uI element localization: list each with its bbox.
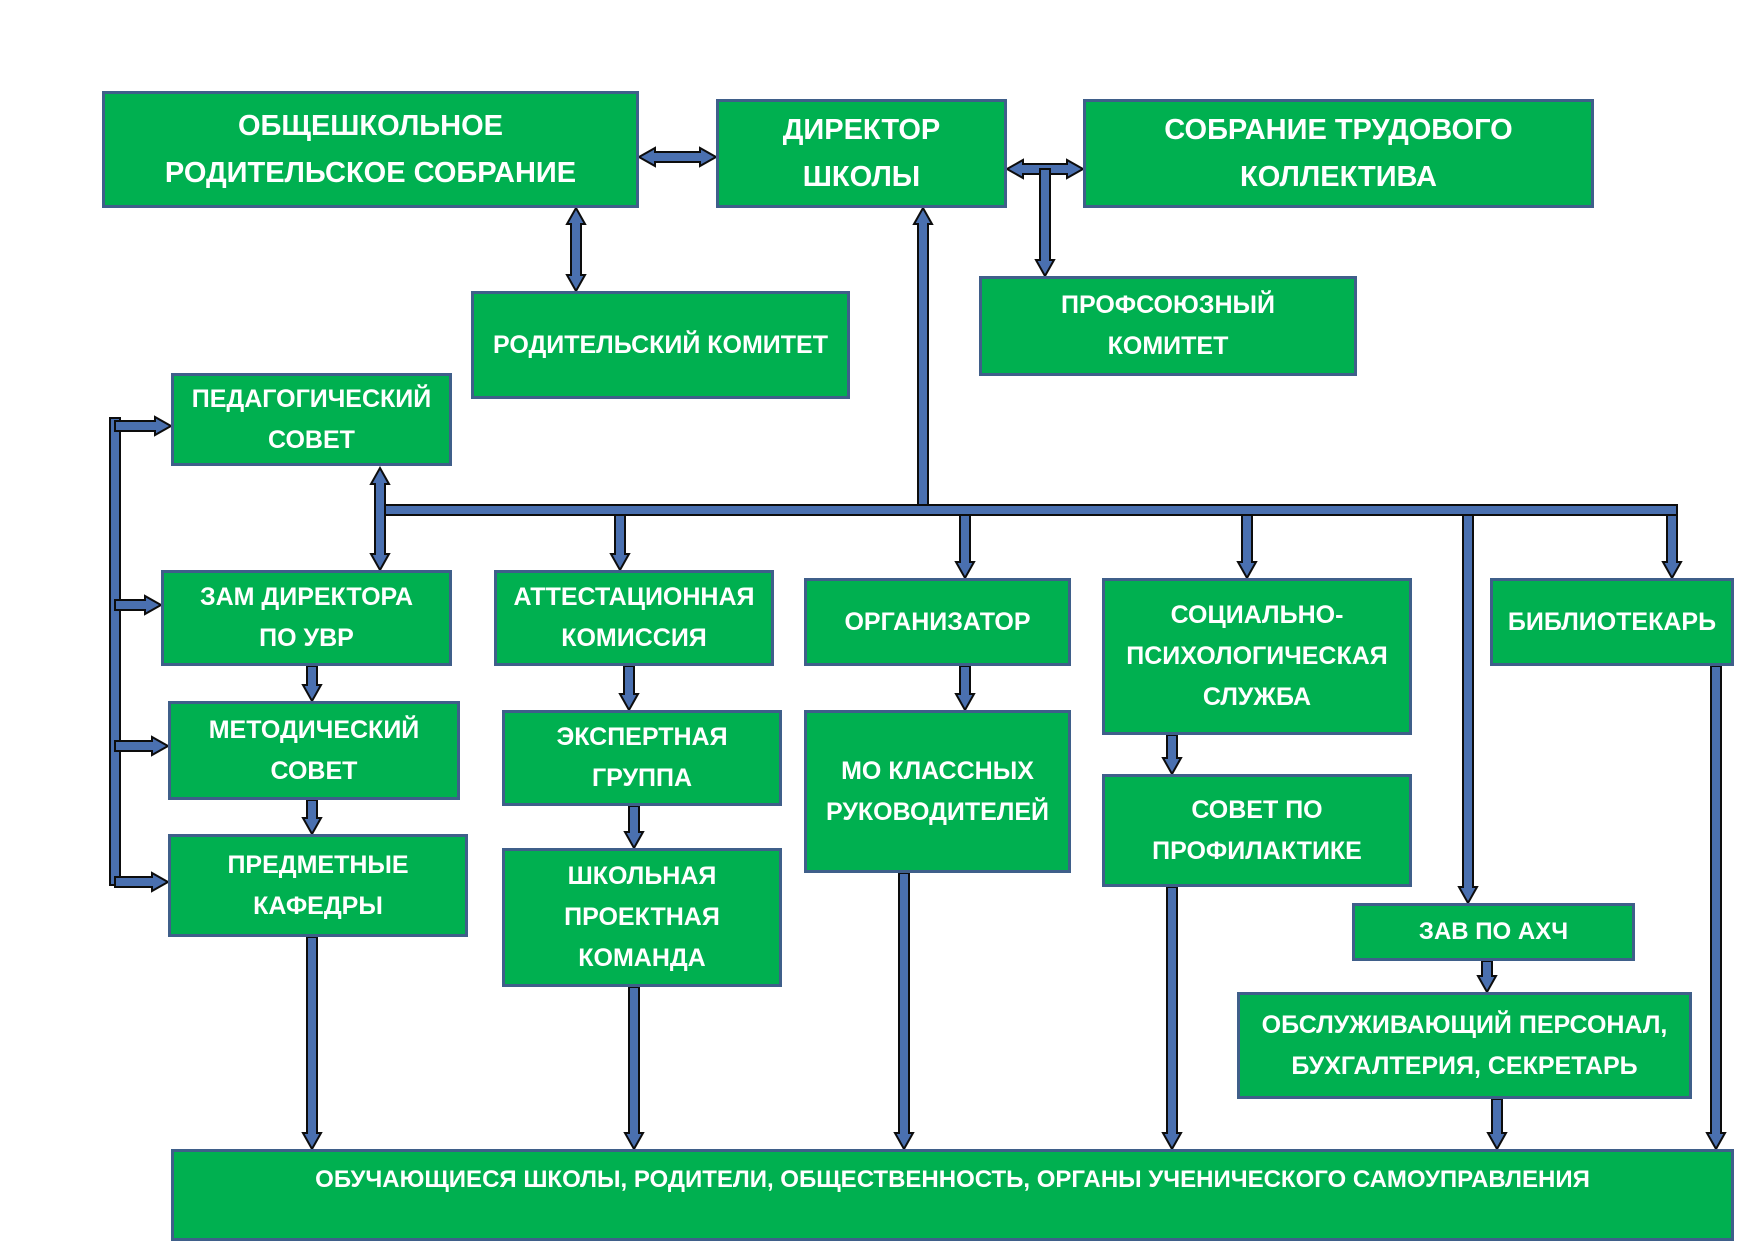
labor-assembly-box: СОБРАНИЕ ТРУДОВОГО КОЛЛЕКТИВА [1083, 99, 1594, 208]
parents-committee-double-arrow [565, 205, 587, 294]
prevention-council-label: СОВЕТ ПО ПРОФИЛАКТИКЕ [1152, 795, 1362, 865]
class-teachers-box: МО КЛАССНЫХ РУКОВОДИТЕЛЕЙ [804, 710, 1071, 873]
attestation-expert-arrow [618, 665, 640, 713]
pedagogical-deputy-double-arrow [369, 465, 391, 573]
social-service-label: СОЦИАЛЬНО- ПСИХОЛОГИЧЕСКАЯ СЛУЖБА [1126, 601, 1388, 711]
departments-students-arrow [301, 936, 323, 1152]
subject-departments-box: ПРЕДМЕТНЫЕ КАФЕДРЫ [168, 834, 468, 937]
organizer-label: ОРГАНИЗАТОР [844, 607, 1031, 636]
subject-departments-label: ПРЕДМЕТНЫЕ КАФЕДРЫ [227, 850, 409, 920]
ahch-staff-arrow [1476, 960, 1498, 995]
labor-assembly-label: СОБРАНИЕ ТРУДОВОГО КОЛЛЕКТИВА [1164, 113, 1513, 193]
deputy-director-box: ЗАМ ДИРЕКТОРА ПО УВР [161, 570, 452, 666]
social-branch-arrow [1236, 514, 1258, 581]
class-teachers-label: МО КЛАССНЫХ РУКОВОДИТЕЛЕЙ [825, 756, 1050, 826]
service-staff-label: ОБСЛУЖИВАЮЩИЙ ПЕРСОНАЛ, БУХГАЛТЕРИЯ, СЕК… [1261, 1010, 1668, 1080]
director-box: ДИРЕКТОР ШКОЛЫ [716, 99, 1007, 208]
service-staff-box: ОБСЛУЖИВАЮЩИЙ ПЕРСОНАЛ, БУХГАЛТЕРИЯ, СЕК… [1237, 992, 1692, 1099]
project-team-box: ШКОЛЬНАЯ ПРОЕКТНАЯ КОМАНДА [502, 848, 782, 987]
prevention-students-arrow [1161, 886, 1183, 1152]
expert-group-label: ЭКСПЕРТНАЯ ГРУППА [556, 723, 728, 792]
organizer-box: ОРГАНИЗАТОР [804, 578, 1071, 666]
director-trunk-arrow [912, 205, 934, 511]
left-bracket-methodical-arrow [114, 735, 171, 757]
expert-project-arrow [623, 805, 645, 851]
organizer-branch-arrow [954, 514, 976, 581]
social-prevention-arrow [1161, 734, 1183, 777]
librarian-students-arrow [1705, 665, 1727, 1152]
distribution-bus-line [379, 504, 1678, 516]
left-bracket-line [109, 417, 121, 886]
parents-director-double-arrow [636, 146, 719, 168]
deputy-methodical-arrow [301, 665, 323, 704]
methodical-council-box: МЕТОДИЧЕСКИЙ СОВЕТ [168, 701, 460, 800]
students-box: ОБУЧАЮЩИЕСЯ ШКОЛЫ, РОДИТЕЛИ, ОБЩЕСТВЕННО… [171, 1149, 1734, 1241]
left-bracket-deputy-arrow [114, 594, 164, 616]
director-label: ДИРЕКТОР ШКОЛЫ [782, 113, 941, 193]
left-bracket-pedagogical-arrow [114, 415, 174, 437]
methodical-departments-arrow [301, 799, 323, 837]
union-committee-arrow [1034, 168, 1056, 279]
deputy-director-label: ЗАМ ДИРЕКТОРА ПО УВР [199, 583, 414, 652]
project-students-arrow [623, 986, 645, 1152]
attestation-commission-label: АТТЕСТАЦИОННАЯ КОМИССИЯ [513, 583, 755, 652]
librarian-branch-arrow [1661, 514, 1683, 581]
expert-group-box: ЭКСПЕРТНАЯ ГРУППА [502, 710, 782, 806]
union-committee-label: ПРОФСОЮЗНЫЙ КОМИТЕТ [1061, 291, 1275, 360]
librarian-box: БИБЛИОТЕКАРЬ [1490, 578, 1734, 666]
deputy-ahch-label: ЗАВ ПО АХЧ [1418, 918, 1569, 945]
parents-committee-box: РОДИТЕЛЬСКИЙ КОМИТЕТ [471, 291, 850, 399]
ahch-branch-arrow [1457, 514, 1479, 906]
pedagogical-council-box: ПЕДАГОГИЧЕСКИЙ СОВЕТ [171, 373, 452, 466]
organizer-class-arrow [954, 665, 976, 713]
project-team-label: ШКОЛЬНАЯ ПРОЕКТНАЯ КОМАНДА [564, 862, 720, 972]
methodical-council-label: МЕТОДИЧЕСКИЙ СОВЕТ [208, 715, 420, 785]
prevention-council-box: СОВЕТ ПО ПРОФИЛАКТИКЕ [1102, 774, 1412, 887]
social-service-box: СОЦИАЛЬНО- ПСИХОЛОГИЧЕСКАЯ СЛУЖБА [1102, 578, 1412, 735]
left-bracket-departments-arrow [114, 871, 171, 893]
union-committee-box: ПРОФСОЮЗНЫЙ КОМИТЕТ [979, 276, 1357, 376]
parents-committee-label: РОДИТЕЛЬСКИЙ КОМИТЕТ [493, 330, 828, 359]
librarian-label: БИБЛИОТЕКАРЬ [1507, 607, 1717, 636]
attestation-commission-box: АТТЕСТАЦИОННАЯ КОМИССИЯ [494, 570, 774, 666]
parents-assembly-box: ОБЩЕШКОЛЬНОЕ РОДИТЕЛЬСКОЕ СОБРАНИЕ [102, 91, 639, 208]
attestation-branch-arrow [609, 514, 631, 573]
pedagogical-council-label: ПЕДАГОГИЧЕСКИЙ СОВЕТ [191, 384, 432, 454]
staff-students-arrow [1486, 1098, 1508, 1152]
deputy-ahch-box: ЗАВ ПО АХЧ [1352, 903, 1635, 961]
students-label: ОБУЧАЮЩИЕСЯ ШКОЛЫ, РОДИТЕЛИ, ОБЩЕСТВЕННО… [315, 1166, 1590, 1193]
class-students-arrow [893, 872, 915, 1152]
parents-assembly-label: ОБЩЕШКОЛЬНОЕ РОДИТЕЛЬСКОЕ СОБРАНИЕ [164, 109, 577, 189]
